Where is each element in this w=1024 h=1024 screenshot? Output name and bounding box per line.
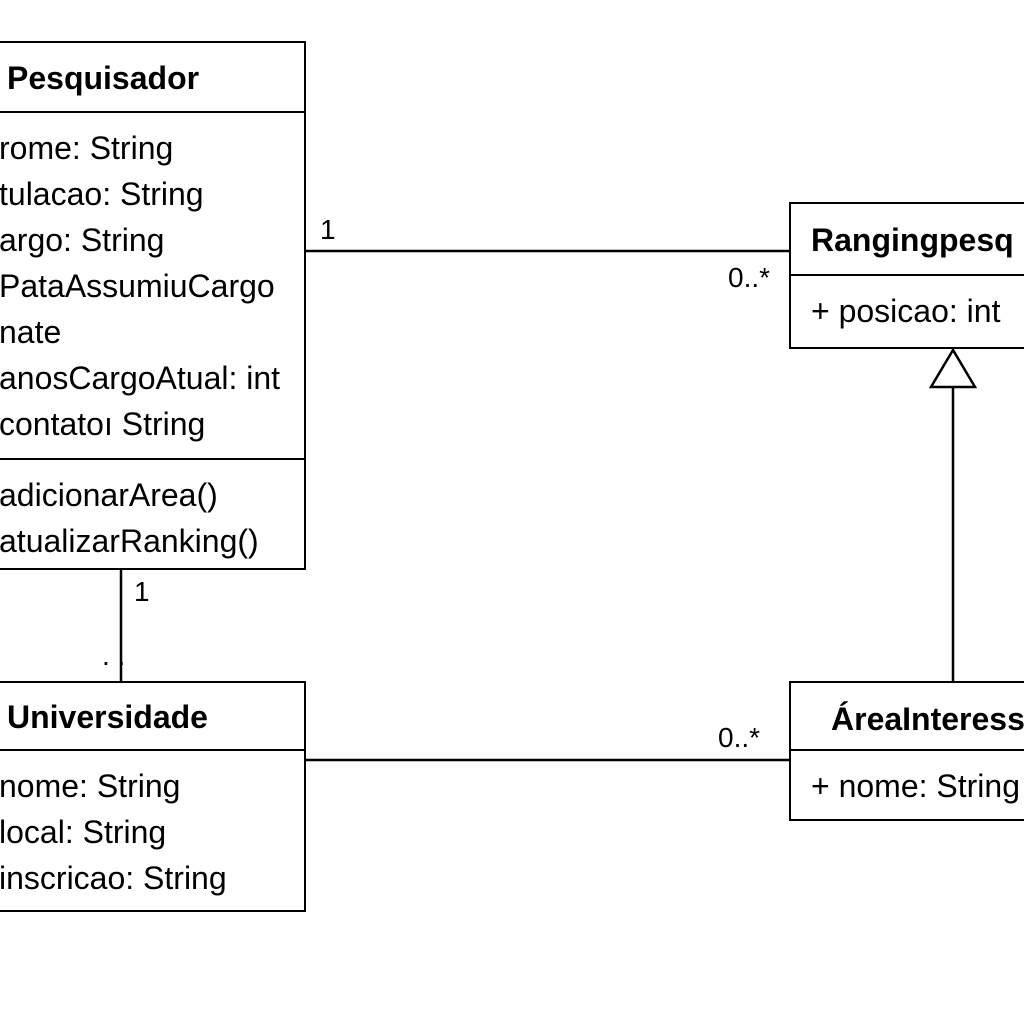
- attribute: + nome: String: [811, 768, 1020, 804]
- class-universidade[interactable]: Universidade nome: String local: String …: [0, 681, 306, 912]
- operations-pesquisador: adicionarArea() atualizarRanking(): [0, 458, 304, 564]
- class-rangingpesq[interactable]: Rangingpesq + posicao: int: [789, 202, 1024, 349]
- attribute: + posicao: int: [811, 293, 1001, 329]
- generalization-triangle-icon: [928, 347, 978, 389]
- class-name-universidade: Universidade: [0, 683, 304, 751]
- operation: adicionarArea(): [0, 477, 218, 513]
- attribute: anosCargoAtual: int: [0, 360, 281, 396]
- attribute: tulacao: String: [0, 176, 204, 212]
- attribute: inscricao: String: [0, 860, 227, 896]
- attributes-rangingpesq: + posicao: int: [791, 276, 1024, 334]
- attribute: contatoı String: [0, 406, 206, 442]
- attribute: nate: [0, 314, 62, 350]
- attributes-pesquisador: rome: String tulacao: String argo: Strin…: [0, 113, 304, 458]
- multiplicity-pesquisador-side: 1: [320, 214, 336, 245]
- class-areainteresse[interactable]: ÁreaInteresse + nome: String: [789, 681, 1024, 821]
- attribute: rome: String: [0, 130, 174, 166]
- class-name-rangingpesq: Rangingpesq: [791, 204, 1024, 276]
- attribute: local: String: [0, 814, 167, 850]
- attributes-areainteresse: + nome: String: [791, 751, 1024, 809]
- attribute: argo: String: [0, 222, 165, 258]
- multiplicity-areainteresse-side: 0..*: [718, 722, 761, 753]
- class-name-areainteresse: ÁreaInteresse: [791, 683, 1024, 751]
- attribute: nome: String: [0, 768, 181, 804]
- operation: atualizarRanking(): [0, 523, 259, 559]
- class-pesquisador[interactable]: Pesquisador rome: String tulacao: String…: [0, 41, 306, 570]
- multiplicity-pesquisador-bottom: 1: [134, 576, 150, 607]
- attribute: PataAssumiuCargo: [0, 268, 275, 304]
- attributes-universidade: nome: String local: String inscricao: St…: [0, 751, 304, 901]
- multiplicity-universidade-top: . .: [102, 640, 126, 671]
- class-name-pesquisador: Pesquisador: [0, 43, 304, 113]
- multiplicity-rangingpesq-side: 0..*: [728, 262, 771, 293]
